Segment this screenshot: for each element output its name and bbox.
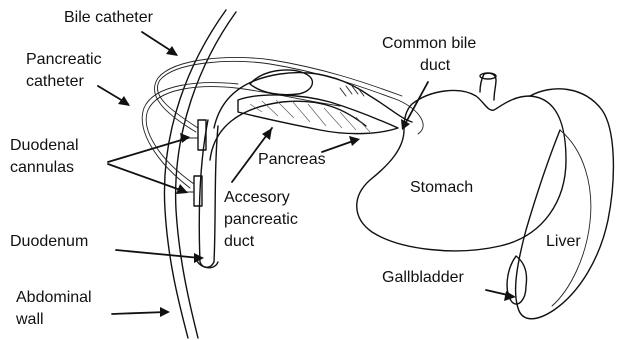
label-accessory-duct-line3: duct bbox=[224, 232, 254, 252]
label-pancreatic-catheter-line1: Pancreatic bbox=[26, 50, 102, 70]
label-accessory-duct-line1: Accesory bbox=[224, 188, 290, 208]
liver-outline bbox=[516, 89, 614, 319]
label-duodenum: Duodenum bbox=[10, 232, 88, 252]
label-common-bile-duct-line2: duct bbox=[420, 56, 450, 76]
label-bile-catheter: Bile catheter bbox=[64, 8, 153, 28]
esophagus-stub bbox=[480, 73, 496, 100]
bile-duct-stitches bbox=[340, 86, 364, 96]
label-duodenal-cannulas-line1: Duodenal bbox=[10, 136, 79, 156]
label-liver: Liver bbox=[546, 232, 581, 252]
label-pancreatic-catheter-line2: catheter bbox=[26, 72, 84, 92]
pancreas-body bbox=[238, 95, 398, 134]
abdominal-wall-inner bbox=[176, 12, 236, 338]
label-abdominal-wall-line1: Abdominal bbox=[16, 288, 92, 308]
label-accessory-duct-line2: pancreatic bbox=[224, 210, 298, 230]
label-duodenal-cannulas-line2: cannulas bbox=[10, 158, 74, 178]
label-gallbladder: Gallbladder bbox=[382, 268, 464, 288]
label-abdominal-wall-line2: wall bbox=[16, 310, 44, 330]
stomach-outline bbox=[357, 90, 566, 250]
label-stomach: Stomach bbox=[410, 178, 473, 198]
label-common-bile-duct-line1: Common bile bbox=[382, 34, 476, 54]
label-pancreas: Pancreas bbox=[258, 150, 326, 170]
